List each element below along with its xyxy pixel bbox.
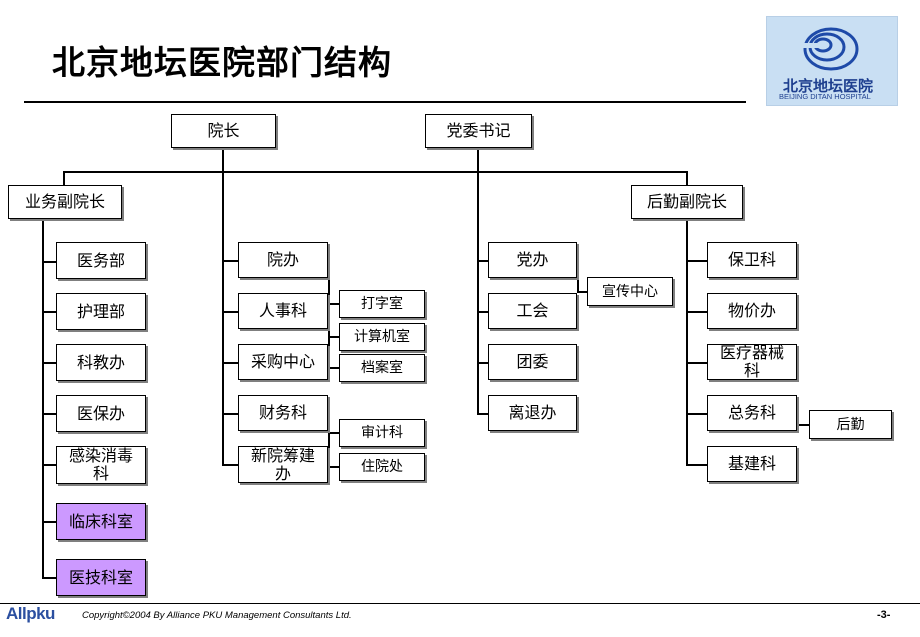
node-logistics-vp: 后勤副院长 (631, 185, 743, 219)
node-president-item: 采购中心 (238, 344, 328, 380)
node-party-item: 离退办 (488, 395, 577, 431)
logo-cn-text: 北京地坛医院 (783, 77, 874, 95)
node-president-item: 院办 (238, 242, 328, 278)
node-president-sub: 计算机室 (339, 323, 425, 351)
copyright-text: Copyright©2004 By Alliance PKU Managemen… (82, 610, 352, 621)
node-logistics-item: 基建科 (707, 446, 797, 482)
node-business-item: 护理部 (56, 293, 146, 330)
node-party-item: 工会 (488, 293, 577, 329)
node-logistics-item: 医疗器械科 (707, 344, 797, 380)
node-party-item: 团委 (488, 344, 577, 380)
title-underline (24, 101, 746, 103)
node-president-item: 新院筹建办 (238, 446, 328, 483)
logo-mark-icon (801, 27, 859, 71)
node-business-item: 感染消毒科 (56, 446, 146, 484)
node-business-item: 医保办 (56, 395, 146, 432)
node-business-item: 科教办 (56, 344, 146, 381)
node-president-sub: 住院处 (339, 453, 425, 481)
footer-divider (0, 603, 920, 604)
node-business-vp: 业务副院长 (8, 185, 122, 219)
footer-brand-logo: Allpku (6, 604, 55, 623)
page-number: -3- (877, 609, 891, 621)
node-business-item: 医务部 (56, 242, 146, 279)
node-medtech-depts: 医技科室 (56, 559, 146, 596)
node-party-item: 党办 (488, 242, 577, 278)
node-logistics-item: 物价办 (707, 293, 797, 329)
node-president-sub: 打字室 (339, 290, 425, 318)
node-president-item: 财务科 (238, 395, 328, 431)
logo-en-text: BEIJING DITAN HOSPITAL (779, 92, 871, 101)
node-party-secretary: 党委书记 (425, 114, 532, 148)
node-president: 院长 (171, 114, 276, 148)
node-clinical-depts: 临床科室 (56, 503, 146, 540)
node-logistics-item: 总务科 (707, 395, 797, 431)
node-president-sub: 审计科 (339, 419, 425, 447)
hospital-logo: 北京地坛医院 BEIJING DITAN HOSPITAL (766, 16, 898, 106)
node-president-item: 人事科 (238, 293, 328, 329)
node-logistics-sub: 后勤 (809, 410, 892, 439)
node-party-sub: 宣传中心 (587, 277, 673, 306)
node-president-sub: 档案室 (339, 354, 425, 382)
node-logistics-item: 保卫科 (707, 242, 797, 278)
page-title: 北京地坛医院部门结构 (52, 43, 392, 82)
